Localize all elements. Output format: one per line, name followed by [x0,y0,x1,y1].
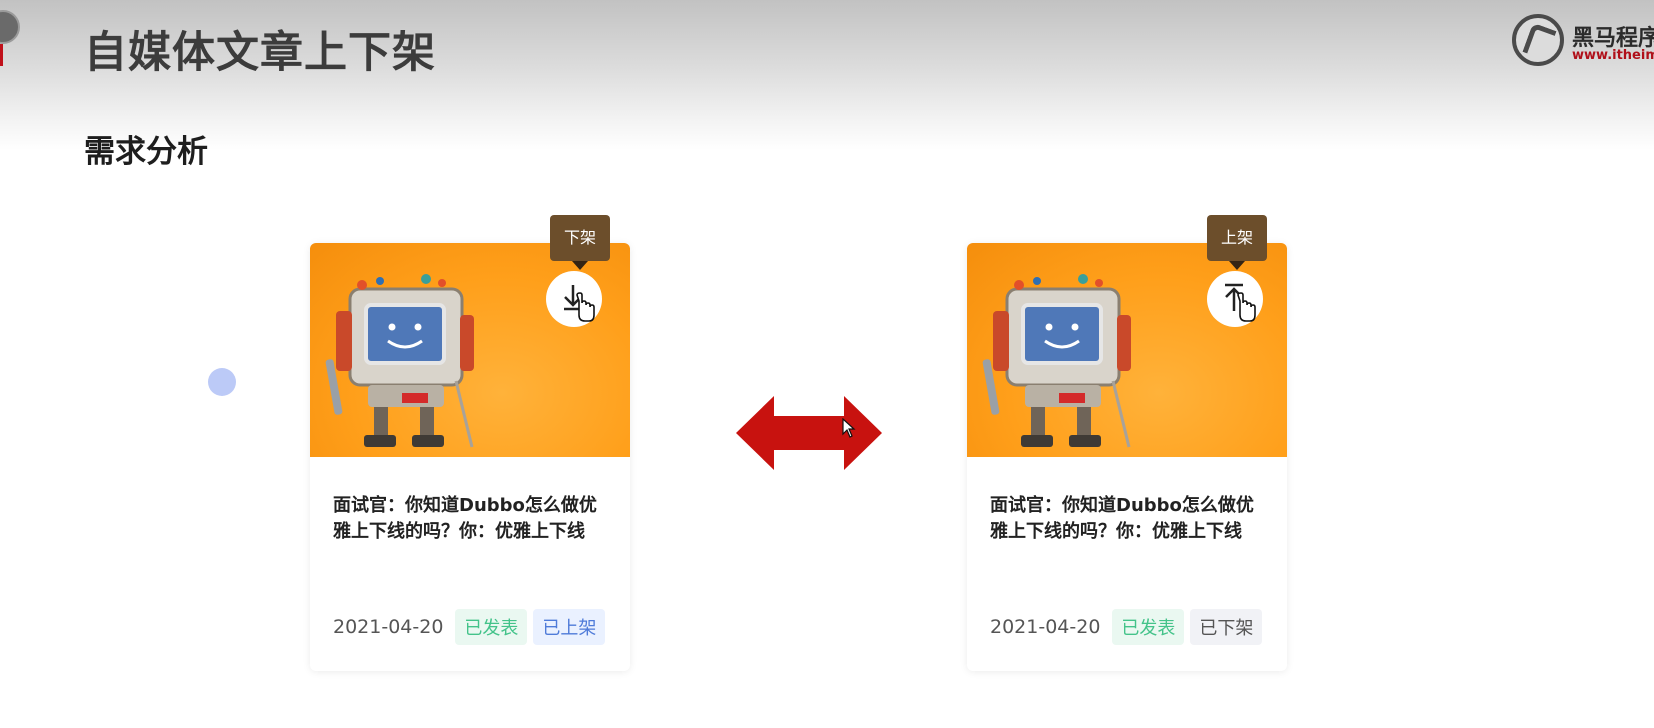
take-down-tooltip: 下架 [550,215,610,261]
robot-illustration-icon [982,274,1131,448]
logo-url: www.itheima [1572,48,1654,63]
mouse-pointer-icon [842,418,856,438]
off-shelf-badge: 已下架 [1190,609,1263,645]
brand-logo: 黑马程序 www.itheima [1512,14,1654,68]
published-badge: 已发表 [1112,609,1185,645]
article-title[interactable]: 面试官：你知道Dubbo怎么做优雅上下线的吗？你：优雅上下线 [990,495,1254,542]
horse-logo-icon [1512,14,1564,66]
article-date: 2021-04-20 [333,616,444,638]
section-title: 需求分析 [84,134,208,170]
article-card[interactable]: 上架 面试官：你知道Dubbo怎么做优雅上下线的吗？你：优雅上下线 2021-0… [967,215,1287,671]
double-arrow-icon [736,396,882,470]
on-shelf-badge: 已上架 [533,609,606,645]
article-title[interactable]: 面试官：你知道Dubbo怎么做优雅上下线的吗？你：优雅上下线 [333,495,597,542]
article-cover-image [967,243,1287,457]
download-arrow-icon [564,285,595,322]
article-meta: 2021-04-20 已发表 已下架 [990,609,1263,645]
article-date: 2021-04-20 [990,616,1101,638]
take-down-button[interactable] [546,271,602,327]
article-card[interactable]: 下架 面试官：你知道Dubbo怎么做优雅上下线的吗？你：优雅上下线 2021-0… [310,215,630,671]
page-title: 自媒体文章上下架 [84,28,436,78]
pointer-highlight [208,368,236,396]
upload-arrow-icon [1225,283,1256,322]
article-meta: 2021-04-20 已发表 已上架 [333,609,606,645]
put-on-shelf-tooltip: 上架 [1207,215,1267,261]
robot-illustration-icon [325,274,474,448]
article-cover-image [310,243,630,457]
header-band [0,0,1654,150]
tooltip-arrow [1229,261,1245,270]
put-on-shelf-button[interactable] [1207,271,1263,327]
published-badge: 已发表 [455,609,528,645]
logo-name: 黑马程序 [1572,26,1654,51]
tooltip-arrow [572,261,588,270]
corner-accent [0,44,3,66]
